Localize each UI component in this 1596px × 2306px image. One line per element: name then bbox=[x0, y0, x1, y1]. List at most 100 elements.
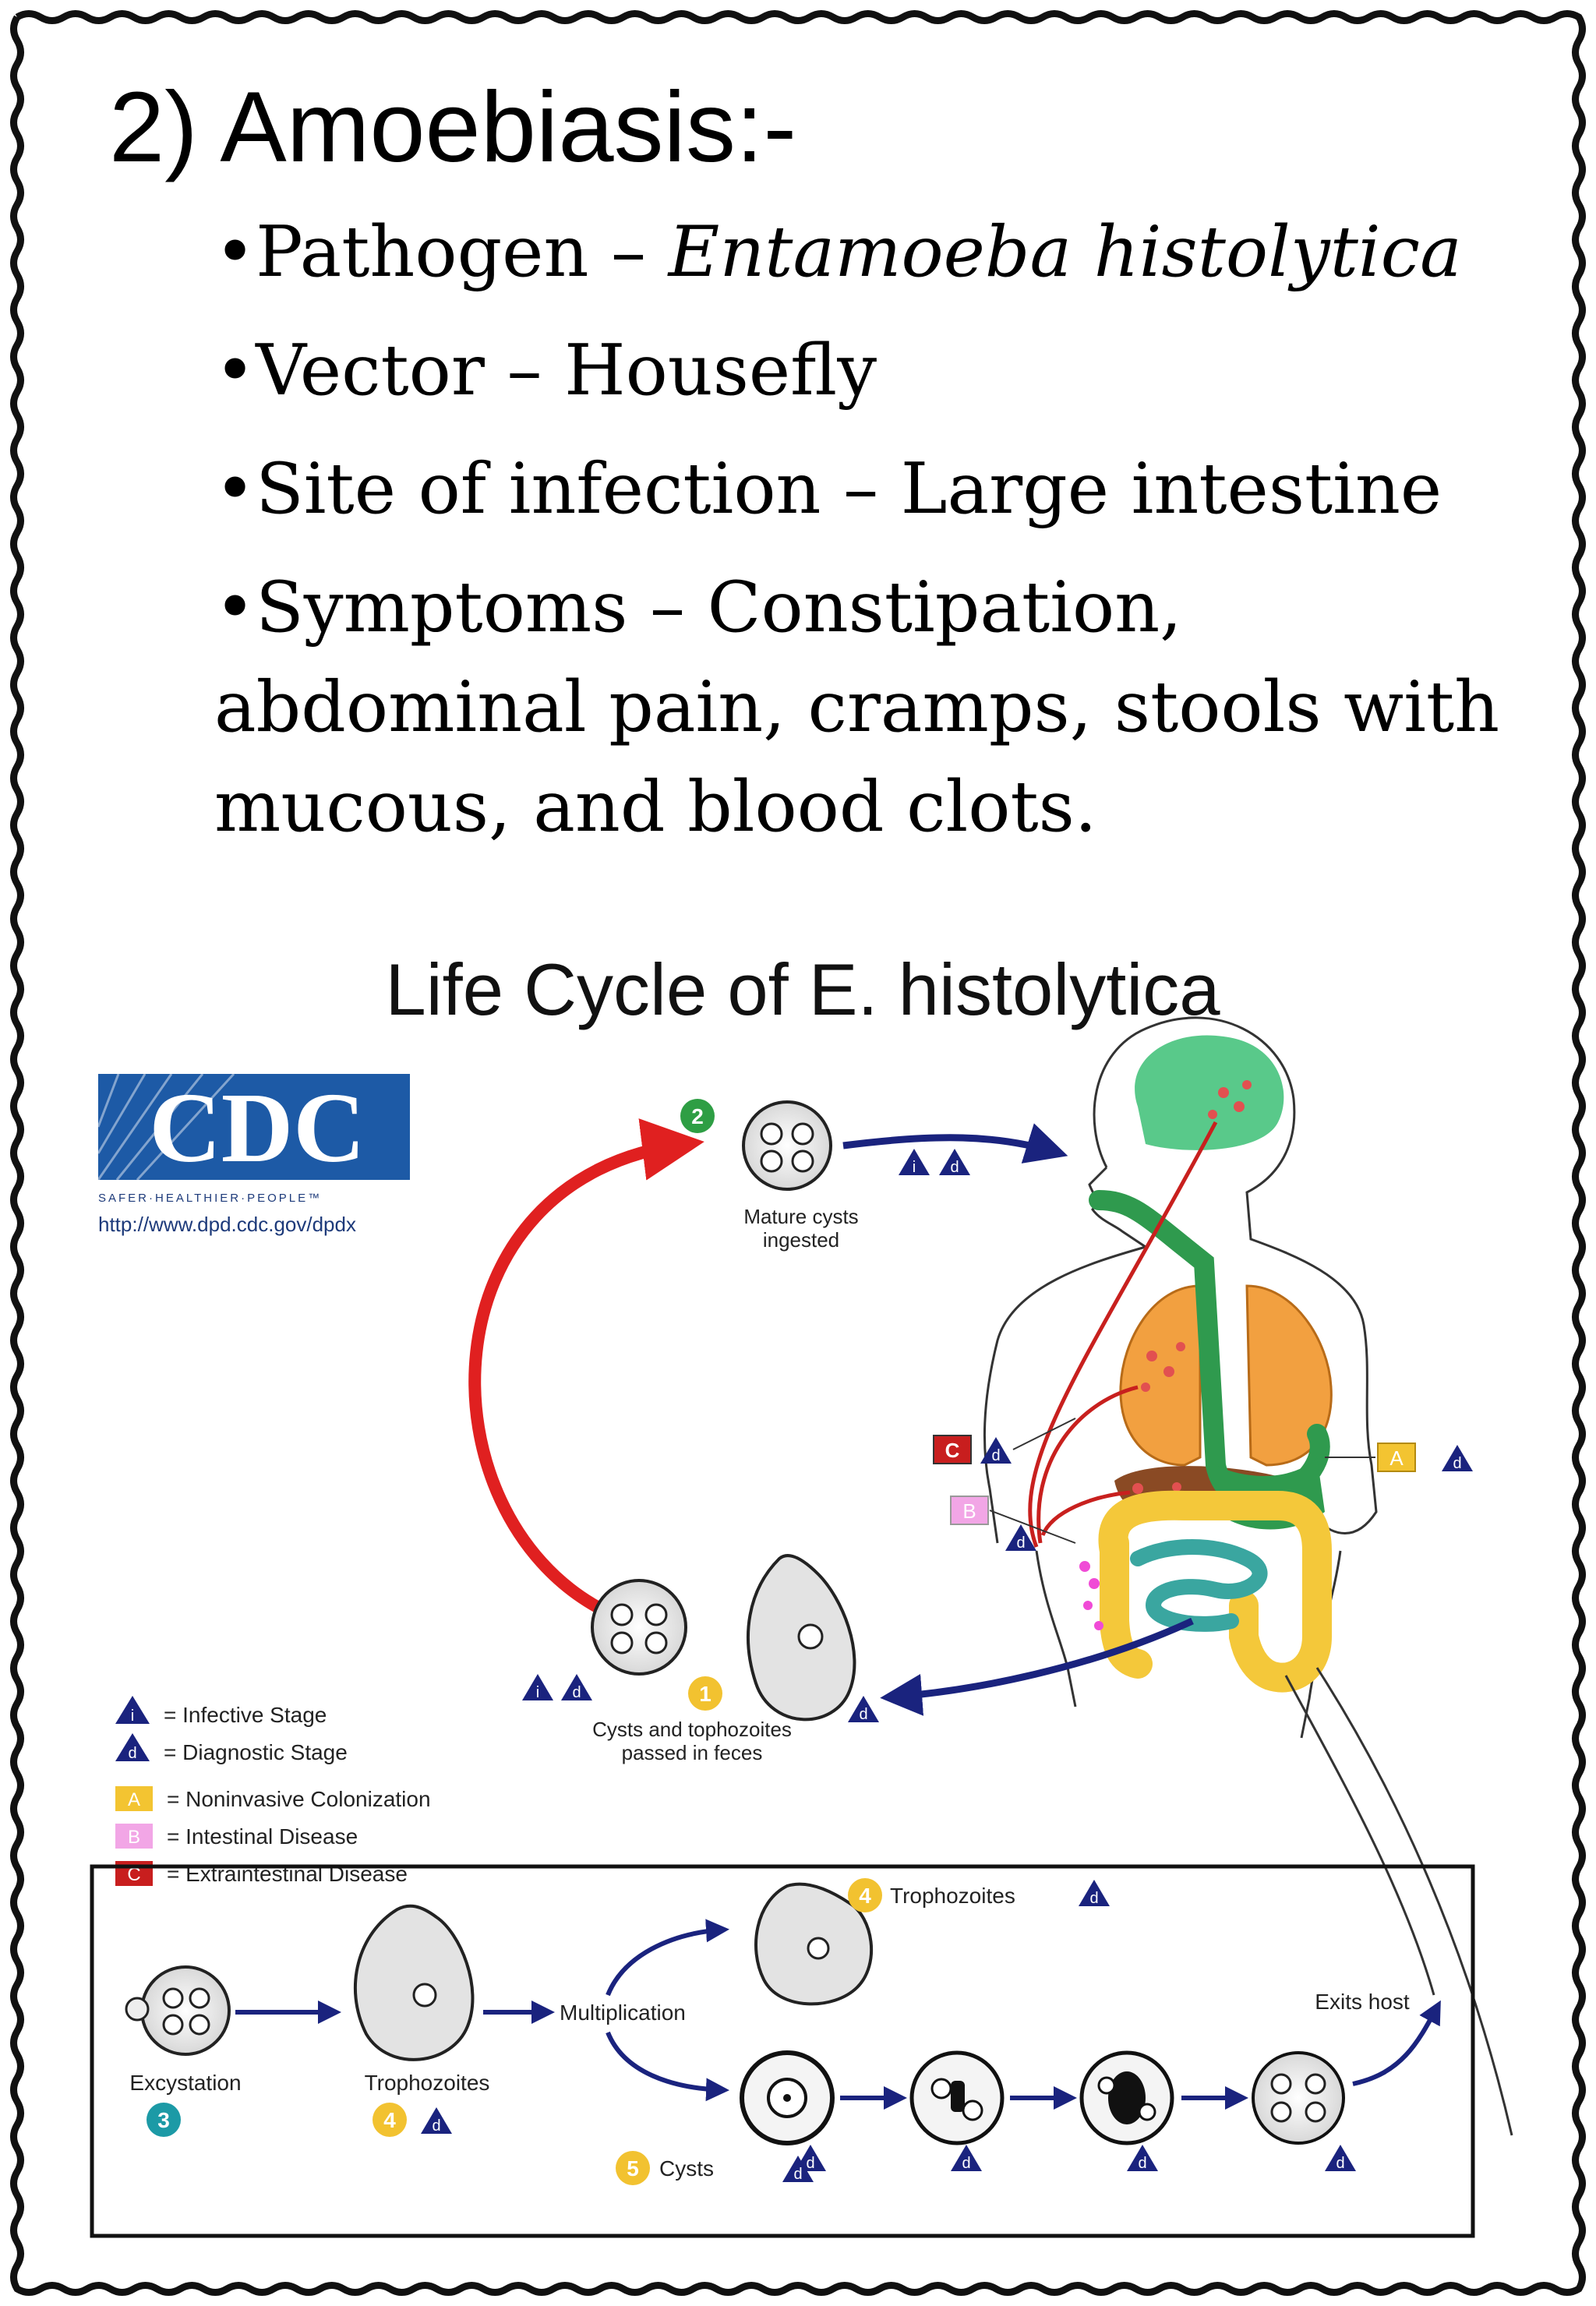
marker-B-letter: B bbox=[962, 1499, 976, 1523]
multiplication-label: Multiplication bbox=[560, 2001, 686, 2025]
inset-box bbox=[90, 1864, 1475, 2238]
step-2-number: 2 bbox=[691, 1104, 704, 1128]
marker-C-letter: C bbox=[945, 1439, 960, 1462]
lung-lesions bbox=[1141, 1342, 1185, 1392]
step-1-label-line2: passed in feces bbox=[622, 1741, 763, 1764]
marker-A: A d bbox=[1325, 1443, 1473, 1472]
marker-d-triangle bbox=[1127, 2145, 1158, 2171]
marker-i: i bbox=[913, 1159, 916, 1176]
marker-d: d bbox=[572, 1684, 581, 1701]
right-lung bbox=[1245, 1284, 1333, 1467]
step-2-label-line2: ingested bbox=[763, 1228, 839, 1252]
bullet-label: •Vector – bbox=[214, 330, 565, 411]
bullet-value: Housefly bbox=[564, 330, 877, 411]
legend-noninvasive: = Noninvasive Colonization bbox=[167, 1787, 431, 1811]
step-4-badge bbox=[373, 2103, 407, 2137]
slide-title: 2) Amoebiasis:- bbox=[109, 72, 797, 183]
mature-cyst bbox=[742, 1100, 832, 1191]
marker-d: d bbox=[432, 2117, 440, 2135]
step-3-number: 3 bbox=[157, 2108, 170, 2132]
feces-trophozoite bbox=[747, 1554, 856, 1722]
marker-d-triangle bbox=[421, 2107, 452, 2134]
large-intestine bbox=[1098, 1490, 1332, 1693]
marker-d: d bbox=[806, 2155, 814, 2172]
step-2-markers: i d bbox=[899, 1149, 970, 1176]
left-lung bbox=[1119, 1284, 1202, 1467]
cyst-stage-1 bbox=[740, 2050, 835, 2145]
marker-C: C d bbox=[933, 1418, 1076, 1464]
step-3-badge bbox=[147, 2103, 181, 2137]
bullet-vector: •Vector – Housefly bbox=[214, 321, 1524, 421]
exits-host-arrow bbox=[1352, 2000, 1441, 2086]
cyst-stage-3 bbox=[1079, 2050, 1174, 2145]
bullet-site: •Site of infection – Large intestine bbox=[214, 440, 1524, 539]
feces-cyst bbox=[591, 1579, 687, 1676]
red-loop-arrow bbox=[468, 1118, 704, 1615]
marker-d: d bbox=[1336, 2155, 1344, 2172]
marker-d: d bbox=[991, 1447, 1000, 1464]
legend-C-letter: C bbox=[127, 1864, 140, 1885]
ingest-arrow bbox=[842, 1123, 1068, 1164]
step-4-badge-top bbox=[848, 1878, 882, 1912]
marker-d: d bbox=[793, 2166, 802, 2183]
intestinal-lesions bbox=[1079, 1561, 1103, 1630]
top-trophozoite-nucleus bbox=[807, 1937, 830, 1960]
exit-line bbox=[1315, 1667, 1513, 2136]
step-5-badge bbox=[616, 2151, 650, 2185]
step-2-badge bbox=[680, 1099, 715, 1133]
trophozoites-top-label: Trophozoites bbox=[890, 1884, 1015, 1908]
excystation-label: Excystation bbox=[129, 2071, 241, 2095]
cysts-label: Cysts bbox=[659, 2156, 714, 2181]
legend-diagnostic: = Diagnostic Stage bbox=[164, 1740, 348, 1764]
small-intestine bbox=[1130, 1539, 1268, 1632]
frame-border bbox=[10, 10, 1586, 2296]
bullet-label: •Pathogen – bbox=[214, 211, 669, 293]
arrow-to-cysts bbox=[606, 2031, 729, 2102]
step-4-number-top: 4 bbox=[859, 1884, 871, 1908]
step-1-markers: i d 1 d bbox=[522, 1674, 879, 1723]
bullet-value: Entamoeba histolytica bbox=[668, 211, 1462, 293]
marker-d: d bbox=[962, 2155, 970, 2172]
step-1-number: 1 bbox=[699, 1682, 711, 1706]
excystation-cyst bbox=[125, 1965, 231, 2056]
marker-d: d bbox=[128, 1745, 136, 1762]
cdc-logo-text: CDC bbox=[149, 1072, 365, 1183]
feces-arrow bbox=[880, 1617, 1194, 1716]
inset-trophozoite bbox=[353, 1904, 475, 2061]
life-cycle-diagram: Life Cycle of E. histolytica CDC SAFER·H… bbox=[90, 948, 1513, 2238]
cyst-stage-4 bbox=[1252, 2051, 1345, 2145]
legend-A-letter: A bbox=[128, 1789, 140, 1810]
marker-d: d bbox=[950, 1159, 959, 1176]
step-5-number: 5 bbox=[627, 2156, 639, 2181]
marker-d: d bbox=[1016, 1534, 1025, 1552]
arrow-to-trophozoite-top bbox=[606, 1919, 729, 1997]
trophozoites-left-label: Trophozoites bbox=[365, 2071, 490, 2095]
cyst-stage-2 bbox=[909, 2050, 1005, 2145]
dissemination-to-brain bbox=[1028, 1121, 1218, 1548]
marker-d-triangle bbox=[782, 2156, 814, 2182]
exits-host-label: Exits host bbox=[1315, 1990, 1410, 2014]
marker-i: i bbox=[131, 1707, 134, 1725]
bullet-value: Constipation, abdominal pain, cramps, st… bbox=[214, 567, 1500, 848]
cdc-url: http://www.dpd.cdc.gov/dpdx bbox=[98, 1213, 356, 1236]
bullet-label: •Site of infection – bbox=[214, 448, 901, 530]
brain-lesions bbox=[1208, 1080, 1252, 1119]
exit-line-2 bbox=[1284, 1675, 1435, 1996]
bullet-value: Large intestine bbox=[900, 448, 1442, 530]
cdc-tagline: SAFER·HEALTHIER·PEOPLE™ bbox=[98, 1192, 322, 1205]
diagram-title: Life Cycle of E. histolytica bbox=[386, 948, 1221, 1030]
legend-intestinal: = Intestinal Disease bbox=[167, 1824, 358, 1849]
step-4-number: 4 bbox=[383, 2108, 396, 2132]
legend-infective: = Infective Stage bbox=[164, 1703, 327, 1727]
marker-d: d bbox=[859, 1706, 867, 1723]
bullet-symptoms: •Symptoms – Constipation, abdominal pain… bbox=[214, 558, 1524, 857]
bullet-list: •Pathogen – Entamoeba histolytica •Vecto… bbox=[214, 203, 1524, 876]
cdc-logo: CDC SAFER·HEALTHIER·PEOPLE™ http://www.d… bbox=[97, 1072, 410, 1236]
marker-i: i bbox=[536, 1684, 539, 1701]
trophozoite-nucleus bbox=[412, 1983, 437, 2008]
bullet-label: •Symptoms – bbox=[214, 567, 708, 648]
marker-d: d bbox=[1453, 1455, 1461, 1472]
legend-B-letter: B bbox=[128, 1827, 140, 1848]
step-2-label-line1: Mature cysts bbox=[743, 1205, 858, 1228]
